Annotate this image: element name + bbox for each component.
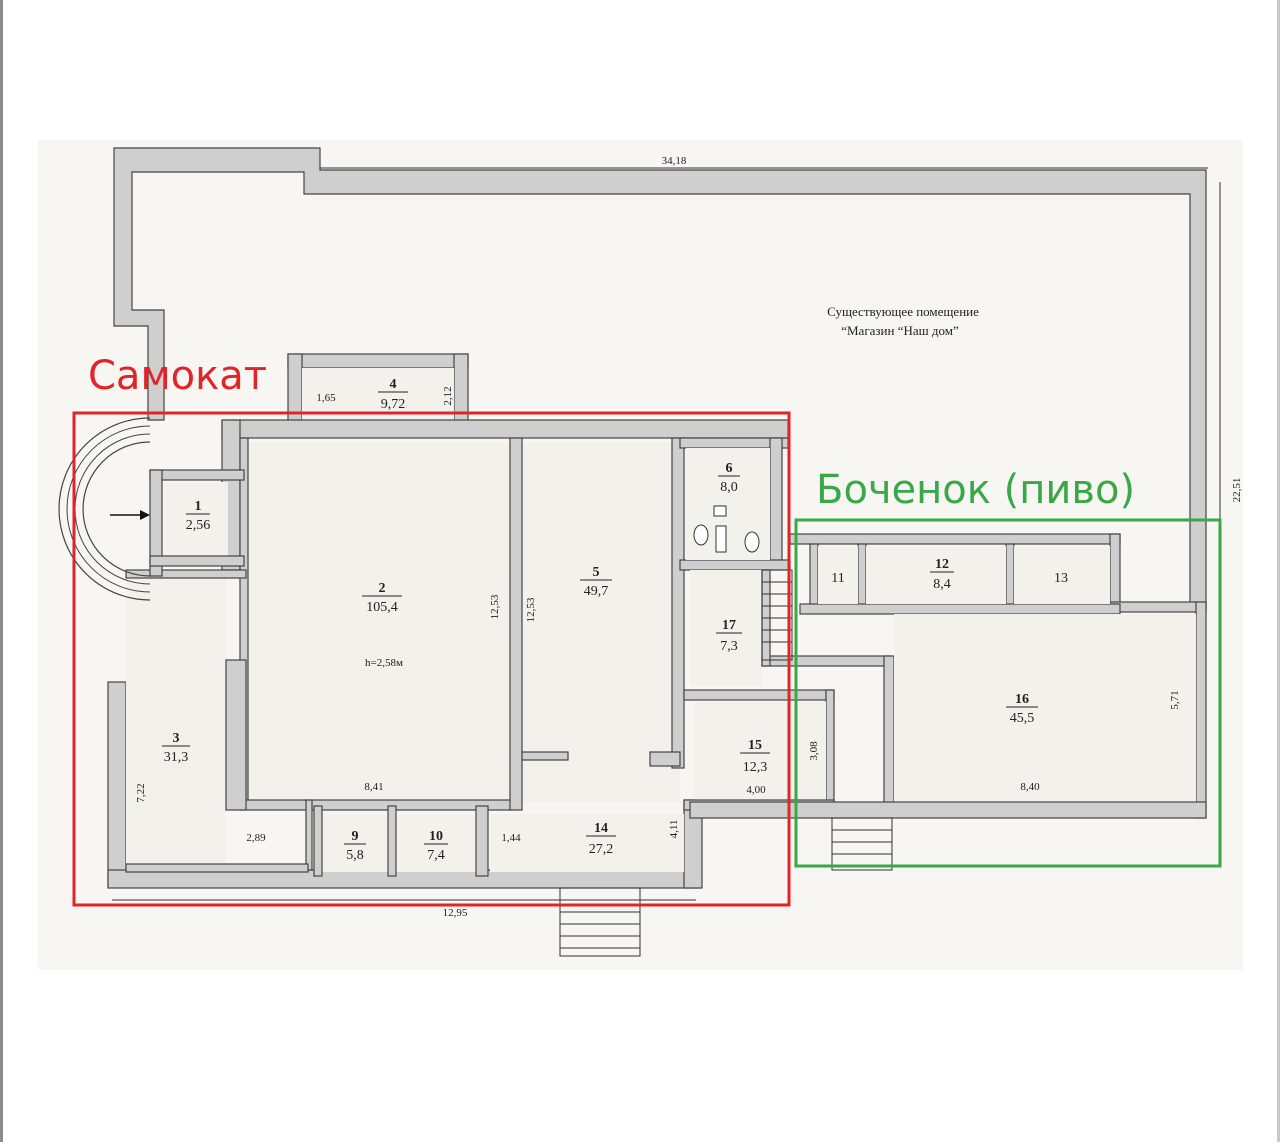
room-16-area: 45,5	[1010, 711, 1035, 726]
room-4-area: 9,72	[381, 397, 406, 412]
room-10-number: 10	[429, 829, 443, 844]
room-1-number: 1	[195, 499, 202, 514]
room-12-number: 12	[935, 557, 949, 572]
room-15-area: 12,3	[743, 760, 768, 775]
room-5-number: 5	[593, 565, 600, 580]
room-5-area: 49,7	[584, 584, 609, 599]
dim-room4-width: 1,65	[316, 392, 336, 404]
dim-room4-height: 2,12	[442, 386, 454, 405]
right-frame-edge	[1277, 0, 1280, 1142]
stairs	[559, 569, 893, 957]
room-2-height-note: h=2,58м	[365, 657, 403, 669]
samokat-label: Самокат	[88, 353, 267, 399]
dim-room16-height: 5,71	[1169, 690, 1181, 709]
room-6-number: 6	[726, 461, 733, 476]
dim-right-height: 22,51	[1231, 478, 1243, 503]
room-2-number: 2	[379, 581, 386, 596]
room-12-area: 8,4	[933, 577, 951, 592]
dim-room14-width: 1,44	[501, 832, 521, 844]
room-2-area: 105,4	[366, 600, 398, 615]
dim-room16-width: 8,40	[1020, 781, 1040, 793]
bochenok-zone	[794, 518, 1222, 868]
room-10-area: 7,4	[427, 848, 445, 863]
room-13-number: 13	[1054, 571, 1068, 586]
dim-room2-width: 8,41	[364, 781, 383, 793]
room-9-number: 9	[352, 829, 359, 844]
dim-room3-height: 7,22	[135, 783, 147, 802]
dim-room5-height: 12,53	[525, 597, 537, 622]
left-frame-edge	[0, 0, 3, 1142]
dim-room3-width: 2,89	[246, 832, 266, 844]
store-note-line2: “Магазин “Наш дом”	[841, 323, 959, 338]
dim-room15-height: 3,08	[808, 741, 820, 761]
room-6-area: 8,0	[720, 480, 738, 495]
room-labels: 1 2,56 2 105,4 h=2,58м 3 31,3 4 9,72 5 4…	[162, 377, 1068, 863]
dimension-labels: 34,18 22,51 12,95 1,65 2,12 12,53 12,53 …	[135, 155, 1243, 919]
bochenok-label: Боченок (пиво)	[816, 467, 1135, 513]
room-9-area: 5,8	[346, 848, 364, 863]
store-outline	[113, 147, 1207, 611]
room-1-area: 2,56	[186, 518, 211, 533]
dim-top-width: 34,18	[662, 155, 687, 167]
dim-room15-width: 4,00	[746, 784, 766, 796]
room-14-number: 14	[594, 821, 608, 836]
building-walls	[107, 353, 1207, 889]
room-17-area: 7,3	[720, 639, 738, 654]
room-17-number: 17	[722, 618, 736, 633]
room-11-number: 11	[831, 571, 844, 586]
dim-bottom-width: 12,95	[443, 907, 468, 919]
room-15-number: 15	[748, 738, 762, 753]
room-4-number: 4	[390, 377, 397, 392]
store-note-line1: Существующее помещение	[827, 304, 979, 319]
dim-room2-height: 12,53	[489, 594, 501, 619]
room-3-number: 3	[173, 731, 180, 746]
samokat-zone	[72, 411, 791, 907]
toilet-fixtures	[693, 505, 760, 553]
dim-room14-height: 4,11	[668, 820, 680, 839]
room-14-area: 27,2	[589, 842, 614, 857]
room-16-number: 16	[1015, 692, 1029, 707]
room-3-area: 31,3	[164, 750, 189, 765]
